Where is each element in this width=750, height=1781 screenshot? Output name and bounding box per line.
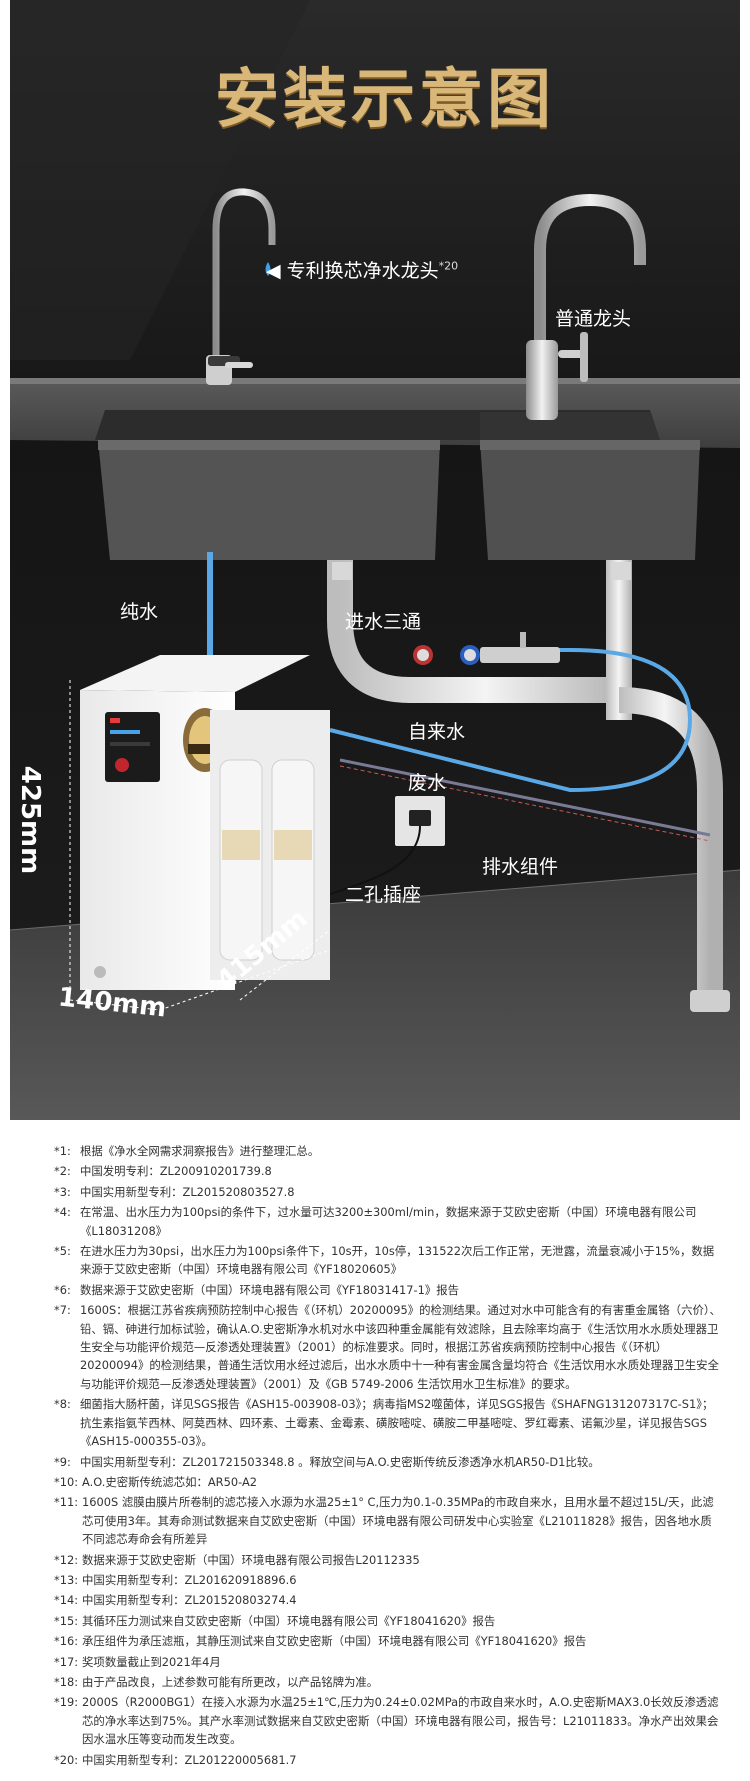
footnote-text: 在常温、出水压力为100psi的条件下，过水量可达3200±300ml/min，… <box>80 1205 697 1238</box>
footnote-key: *20: <box>54 1752 79 1767</box>
page-title: 安装示意图 <box>215 63 555 137</box>
footnote-key: *5: <box>54 1244 71 1259</box>
footnote-text: 中国实用新型专利：ZL201620918896.6 <box>82 1572 297 1587</box>
footnote-item: *17:奖项数量截止到2021年4月 <box>54 1653 722 1671</box>
sink-basins <box>98 440 700 560</box>
footnote-text: 中国实用新型专利：ZL201520803274.4 <box>82 1593 297 1608</box>
purifier-unit <box>80 655 330 990</box>
footnote-text: 由于产品改良，上述参数可能有所更改，以产品铭牌为准。 <box>82 1674 379 1689</box>
footnote-item: *9: 中国实用新型专利：ZL201721503348.8 。释放空间与A.O.史… <box>54 1453 722 1471</box>
pointer-triangle-icon: ◀ <box>266 260 287 282</box>
footnote-item: *13:中国实用新型专利：ZL201620918896.6 <box>54 1571 722 1589</box>
footnote-item: *8: 细菌指大肠杆菌，详见SGS报告《ASH15-003908-03》；病毒指M… <box>54 1395 722 1450</box>
water-lines <box>207 552 711 842</box>
footnote-key: *3: <box>54 1184 71 1199</box>
footnote-key: *14: <box>54 1593 79 1608</box>
footnote-item: *1: 根据《净水全网需求洞察报告》进行整理汇总。 <box>54 1142 722 1160</box>
install-illustration: 安装示意图 ◀ 专利换芯净水龙头*20 普通龙头 纯水 进水三通 自来水 废水 … <box>10 0 740 1120</box>
footnote-key: *13: <box>54 1572 79 1587</box>
footnote-item: *6: 数据来源于艾欧史密斯（中国）环境电器有限公司《YF18031417-1》报… <box>54 1281 722 1299</box>
footnote-item: *10:A.O.史密斯传统滤芯如：AR50-A2 <box>54 1473 722 1491</box>
footnote-key: *2: <box>54 1164 71 1179</box>
footnote-key: *4: <box>54 1205 71 1220</box>
footnote-item: *7: 1600S：根据江苏省疾病预防控制中心报告《（环机）20200095》的检… <box>54 1301 722 1393</box>
scene-graphic <box>10 0 740 1120</box>
footnote-text: 承压组件为承压滤瓶，其静压测试来自艾欧史密斯（中国）环境电器有限公司《YF180… <box>82 1634 587 1649</box>
socket-label: 二孔插座 <box>345 884 422 906</box>
footnote-key: *1: <box>54 1144 71 1158</box>
footnote-key: *6: <box>54 1282 71 1297</box>
footnote-text: 数据来源于艾欧史密斯（中国）环境电器有限公司报告L20112335 <box>82 1552 420 1567</box>
footnote-item: *4: 在常温、出水压力为100psi的条件下，过水量可达3200±300ml/m… <box>54 1203 722 1240</box>
footnote-item: *19:2000S（R2000BG1）在接入水源为水温25±1℃,压力为0.24… <box>54 1693 722 1748</box>
footnote-text: 1600S 滤膜由膜片所卷制的滤芯接入水源为水温25±1° C,压力为0.1-0… <box>82 1495 714 1547</box>
footnote-text: A.O.史密斯传统滤芯如：AR50-A2 <box>82 1474 257 1489</box>
footnote-item: *14:中国实用新型专利：ZL201520803274.4 <box>54 1591 722 1609</box>
footnote-key: *15: <box>54 1613 79 1628</box>
patent-faucet-label: ◀ 专利换芯净水龙头*20 <box>266 256 458 283</box>
footnote-text: 数据来源于艾欧史密斯（中国）环境电器有限公司《YF18031417-1》报告 <box>80 1282 460 1297</box>
patent-faucet-text: 专利换芯净水龙头 <box>286 260 439 282</box>
footnote-item: *5: 在进水压力为30psi，出水压力为100psi条件下，10s开，10s停，… <box>54 1242 722 1279</box>
footnote-item: *16:承压组件为承压滤瓶，其静压测试来自艾欧史密斯（中国）环境电器有限公司《Y… <box>54 1632 722 1650</box>
footnote-item: *12:数据来源于艾欧史密斯（中国）环境电器有限公司报告L20112335 <box>54 1551 722 1569</box>
normal-faucet <box>526 193 646 420</box>
footnotes: *1: 根据《净水全网需求洞察报告》进行整理汇总。 *2: 中国发明专利：ZL2009… <box>54 1142 722 1771</box>
footnote-key: *17: <box>54 1654 79 1669</box>
footnote-item: *15:其循环压力测试来自艾欧史密斯（中国）环境电器有限公司《YF1804162… <box>54 1612 722 1630</box>
dimension-lines <box>69 680 331 1011</box>
footnote-text: 中国实用新型专利：ZL201721503348.8 。释放空间与A.O.史密斯传… <box>80 1454 600 1469</box>
filter-faucet <box>206 188 276 385</box>
footnote-text: 细菌指大肠杆菌，详见SGS报告《ASH15-003908-03》；病毒指MS2噬… <box>80 1397 714 1449</box>
drain-kit-label: 排水组件 <box>482 856 559 878</box>
pure-water-label: 纯水 <box>120 601 159 623</box>
footnote-text: 1600S：根据江苏省疾病预防控制中心报告《（环机）20200095》的检测结果… <box>80 1303 721 1391</box>
footnote-text: 根据《净水全网需求洞察报告》进行整理汇总。 <box>80 1144 320 1158</box>
footnote-key: *11: <box>54 1495 79 1510</box>
footnote-key: *18: <box>54 1674 79 1689</box>
footnote-key: *8: <box>54 1397 71 1412</box>
footnote-text: 2000S（R2000BG1）在接入水源为水温25±1℃,压力为0.24±0.0… <box>82 1695 719 1747</box>
patent-faucet-ref: *20 <box>438 259 459 273</box>
footnote-key: *19: <box>54 1695 79 1710</box>
footnote-item: *11:1600S 滤膜由膜片所卷制的滤芯接入水源为水温25±1° C,压力为0… <box>54 1493 722 1548</box>
footnote-text: 中国发明专利：ZL200910201739.8 <box>80 1164 272 1179</box>
footnote-text: 奖项数量截止到2021年4月 <box>82 1654 221 1669</box>
footnote-key: *10: <box>54 1474 79 1489</box>
normal-faucet-label: 普通龙头 <box>555 308 632 330</box>
inlet-tee-label: 进水三通 <box>345 611 422 633</box>
footnote-text: 其循环压力测试来自艾欧史密斯（中国）环境电器有限公司《YF18041620》报告 <box>82 1613 496 1628</box>
footnote-item: *3: 中国实用新型专利：ZL201520803527.8 <box>54 1183 722 1201</box>
footnote-key: *9: <box>54 1454 71 1469</box>
countertop <box>10 378 740 448</box>
tap-water-label: 自来水 <box>408 721 466 743</box>
footnote-item: *20:中国实用新型专利：ZL201220005681.7 <box>54 1751 722 1769</box>
height-dimension: 425mm <box>15 765 46 875</box>
footnote-text: 中国实用新型专利：ZL201520803527.8 <box>80 1184 295 1199</box>
footnote-key: *7: <box>54 1303 71 1318</box>
footnote-text: 中国实用新型专利：ZL201220005681.7 <box>82 1752 297 1767</box>
footnote-key: *16: <box>54 1634 79 1649</box>
footnote-key: *12: <box>54 1552 79 1567</box>
inlet-tee-valve <box>413 632 560 665</box>
footnote-item: *2: 中国发明专利：ZL200910201739.8 <box>54 1162 722 1180</box>
footnote-text: 在进水压力为30psi，出水压力为100psi条件下，10s开，10s停，131… <box>80 1244 715 1277</box>
waste-water-label: 废水 <box>408 772 447 794</box>
footnote-item: *18:由于产品改良，上述参数可能有所更改，以产品铭牌为准。 <box>54 1673 722 1691</box>
